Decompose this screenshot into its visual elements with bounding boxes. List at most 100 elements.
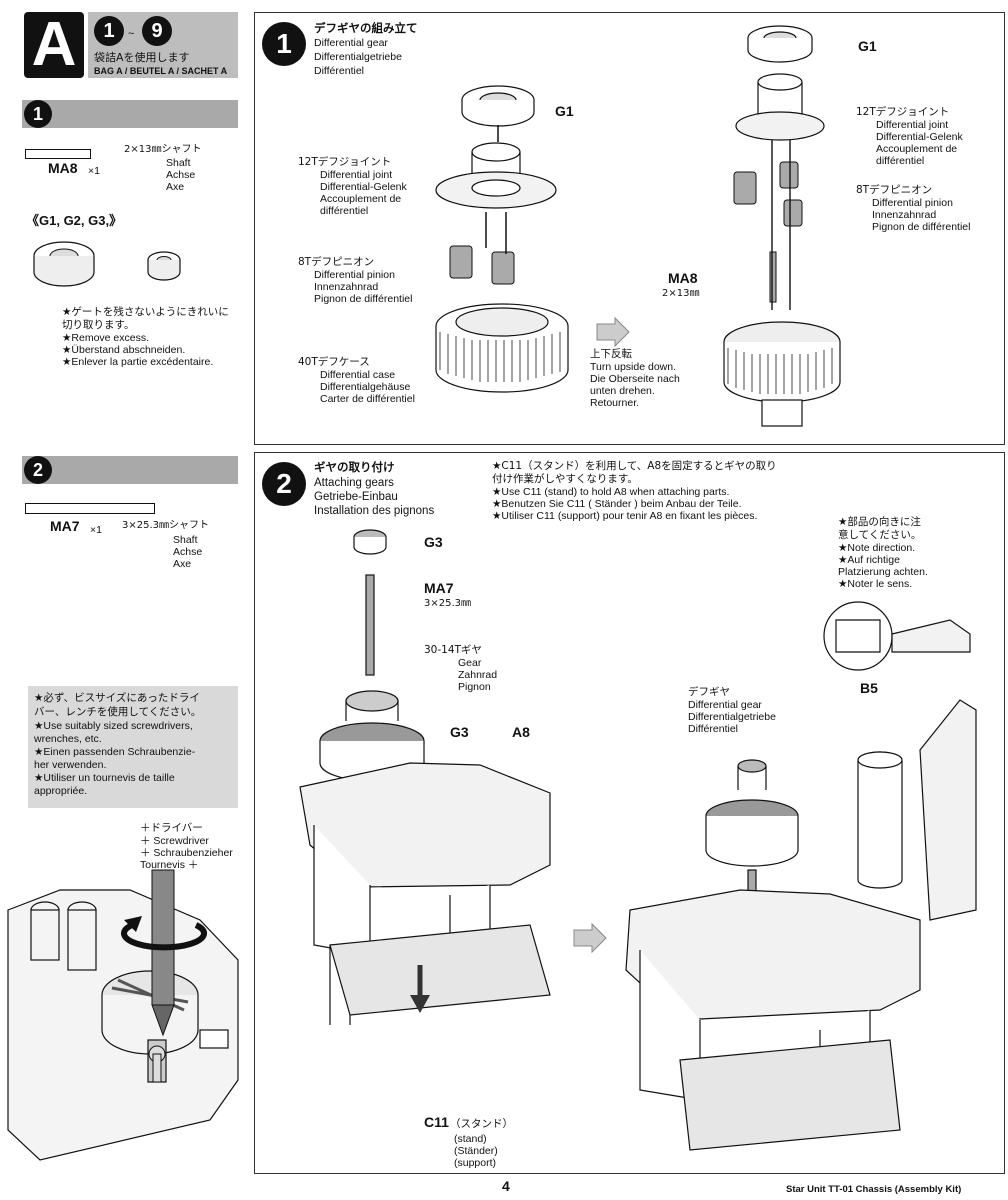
g3-top: G3: [424, 534, 443, 550]
ma7-desc-1: Achse: [173, 546, 203, 558]
pinions-left: [449, 245, 515, 285]
step2-title-3: Installation des pignons: [314, 505, 435, 517]
left-step1-num: 1: [32, 104, 43, 124]
g-parts-label: 《G1, G2, G3,》: [26, 213, 123, 228]
joint-right-0: 12Tデフジョイント: [856, 106, 950, 118]
driver-label-2: ＋ Schraubenzieher: [140, 847, 233, 859]
step1-bar: [22, 100, 238, 128]
ma7-qty: ×1: [90, 524, 102, 536]
left-step2-badge: 2: [24, 456, 52, 484]
pinion-left-3: Pignon de différentiel: [314, 293, 413, 305]
range-end-badge: 9: [142, 16, 172, 46]
ma7-desc-0: Shaft: [173, 534, 198, 546]
turn-3: unten drehen.: [590, 385, 655, 397]
screwdriver-icon: [151, 869, 175, 1006]
turn-arrow-icon: [596, 316, 630, 348]
gate-note-1: 切り取ります。: [62, 319, 135, 331]
gear-3014-3: Pignon: [458, 681, 491, 693]
step1-num: 1: [276, 28, 292, 59]
direction-note-5: ★Noter le sens.: [838, 578, 913, 590]
step1-title-3: Différentiel: [314, 65, 364, 77]
step1-badge: 1: [262, 22, 306, 66]
driver-label-3: Tournevis ＋: [140, 859, 199, 871]
large-bearing-icon: [33, 241, 95, 287]
g1-bearing-left: [461, 85, 535, 127]
ma7-step2: MA7: [424, 580, 454, 596]
turn-4: Retourner.: [590, 397, 640, 409]
c11-note-1: 付け作業がしやすくなります。: [492, 473, 638, 485]
range-start-badge: 1: [94, 16, 124, 46]
tool-note-1: バー、レンチを使用してください。: [34, 706, 202, 718]
c11-note-4: ★Utiliser C11 (support) pour tenir A8 en…: [492, 510, 758, 522]
ma7-spec: 3×25.3㎜シャフト: [122, 520, 210, 531]
joint-right-3: Accouplement de: [876, 143, 958, 155]
ma8-desc-1: Achse: [166, 169, 196, 181]
tool-note-3: wrenches, etc.: [34, 733, 102, 745]
pinion-right-1: Differential pinion: [872, 197, 953, 209]
tool-note-7: appropriée.: [34, 785, 88, 797]
step2-num: 2: [276, 468, 292, 499]
tool-note-6: ★Utiliser un tournevis de taille: [34, 772, 175, 784]
a8-label: A8: [512, 724, 530, 740]
g1-label-left: G1: [555, 103, 574, 119]
joint-right-1: Differential joint: [876, 119, 949, 131]
c11-desc-0: (stand): [454, 1133, 487, 1145]
step2-title-1: Attaching gears: [314, 477, 394, 489]
g3-label: G3: [450, 724, 469, 740]
gate-note-2: ★Remove excess.: [62, 332, 150, 344]
ma7-shaft-drawing: [25, 503, 155, 514]
c11-note-3: ★Benutzen Sie C11 ( Ständer ) beim Anbau…: [492, 498, 742, 510]
rotate-arrow-icon: [121, 922, 207, 951]
g1-label-right: G1: [858, 38, 877, 54]
tool-note-4: ★Einen passenden Schraubenzie-: [34, 746, 196, 758]
range-sep: ~: [128, 28, 135, 40]
page-number: 4: [502, 1178, 510, 1194]
bag-jp: 袋詰Aを使用します: [94, 51, 190, 64]
step2-title-2: Getriebe-Einbau: [314, 491, 398, 503]
pinion-right-2: Innenzahnrad: [872, 209, 937, 221]
ma7-label: MA7: [50, 518, 80, 534]
tool-note-2: ★Use suitably sized screwdrivers,: [34, 720, 193, 732]
case-2: Differentialgehäuse: [320, 381, 411, 393]
diff-exploded-right: [723, 25, 841, 427]
step2-badge: 2: [262, 462, 306, 506]
tool-note-5: her verwenden.: [34, 759, 107, 771]
ma8-qty: ×1: [88, 165, 100, 177]
case-3: Carter de différentiel: [320, 393, 415, 405]
c11-desc-2: (support): [454, 1157, 497, 1169]
ma8-step1: MA8: [668, 270, 698, 286]
ma8-spec: 2×13㎜シャフト: [124, 144, 202, 155]
bearing-drawings: [33, 241, 181, 287]
diff-0: デフギヤ: [688, 686, 730, 698]
ma8-shaft-drawing: [25, 149, 91, 159]
joint-right-2: Differential-Gelenk: [876, 131, 963, 143]
joint-left-4: différentiel: [320, 205, 369, 217]
diff-case-left: [435, 303, 569, 393]
gate-note-0: ★ゲートを残さないようにきれいに: [62, 306, 229, 318]
c11-note-0: ★C11（スタンド）を利用して、A8を固定するとギヤの取り: [492, 460, 777, 472]
case-0: 40Tデフケース: [298, 356, 370, 368]
ma7-step2-spec: 3×25.3㎜: [424, 598, 472, 609]
c11-label: C11: [424, 1114, 449, 1130]
pinion-left-1: Differential pinion: [314, 269, 395, 281]
diff-3: Différentiel: [688, 723, 738, 735]
direction-note-0: ★部品の向きに注: [838, 516, 921, 528]
step1-title-2: Differentialgetriebe: [314, 51, 402, 63]
ma8-desc-0: Shaft: [166, 157, 191, 169]
ma8-step1-spec: 2×13㎜: [662, 288, 700, 299]
diff-1: Differential gear: [688, 699, 762, 711]
gear-3014-1: Gear: [458, 657, 482, 669]
step2-bar: [22, 456, 238, 484]
b5-label: B5: [860, 680, 878, 696]
pinion-right-0: 8Tデフピニオン: [856, 184, 933, 196]
turn-2: Die Oberseite nach: [590, 373, 680, 385]
step1-title-1: Differential gear: [314, 37, 388, 49]
step2-box: [254, 452, 1005, 1174]
bag-en: BAG A / BEUTEL A / SACHET A: [94, 66, 228, 76]
driver-label-1: ＋ Screwdriver: [140, 835, 209, 847]
case-1: Differential case: [320, 369, 396, 381]
range-end: 9: [151, 20, 163, 42]
direction-detail: [823, 601, 971, 671]
gate-note-3: ★Überstand abschneiden.: [62, 344, 186, 356]
ma8-label: MA8: [48, 160, 78, 176]
